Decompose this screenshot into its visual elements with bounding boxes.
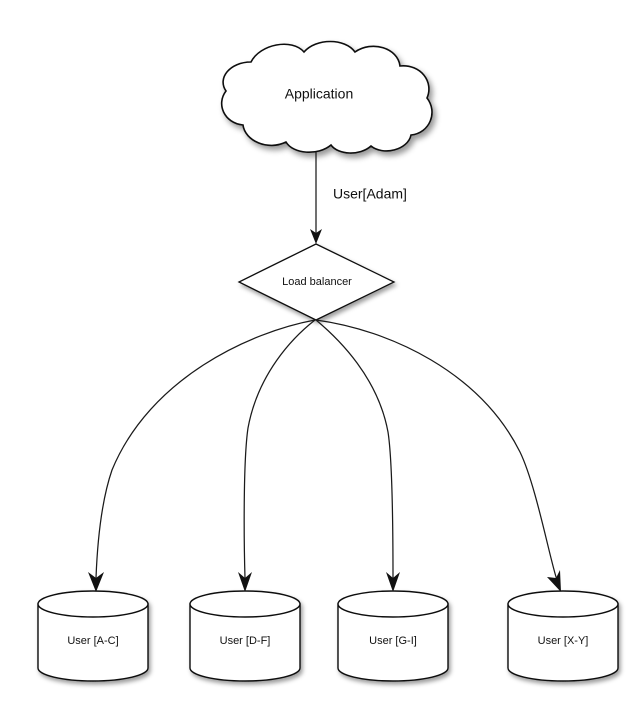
node-diamond-load-balancer[interactable]: Load balancer [237, 243, 396, 321]
cylinder-top-2 [189, 590, 301, 618]
cloud-shape [220, 40, 433, 154]
cylinder-body-3 [337, 603, 449, 682]
cylinder-body-4 [507, 603, 619, 682]
edge-lb-to-db-1[interactable] [88, 319, 316, 592]
arrow-head-lb-db4 [547, 570, 561, 592]
node-cloud-application[interactable]: Application [220, 40, 433, 154]
arrow-head-lb-db2 [238, 572, 252, 592]
cylinder-label-3: User [G-I] [369, 635, 417, 647]
edge-application-to-load-balancer[interactable] [310, 152, 322, 244]
cloud-label: Application [285, 86, 354, 102]
diamond-label: Load balancer [282, 276, 352, 288]
cylinder-label-2: User [D-F] [220, 635, 271, 647]
edge-line-lb-db2 [243, 319, 316, 579]
arrow-head-lb-db3 [386, 572, 400, 592]
node-cylinder-db-4[interactable]: User [X-Y] [507, 590, 619, 682]
cylinder-label-4: User [X-Y] [538, 635, 589, 647]
edge-line-lb-db1 [95, 319, 316, 579]
cylinder-body-1 [37, 603, 149, 682]
node-cylinder-db-2[interactable]: User [D-F] [189, 590, 301, 682]
cylinder-top-3 [337, 590, 449, 618]
edge-lb-to-db-3[interactable] [315, 319, 400, 592]
cylinder-body-2 [189, 603, 301, 682]
arrow-head-lb-db1 [88, 572, 104, 592]
cylinder-label-1: User [A-C] [67, 635, 118, 647]
cylinder-top-4 [507, 590, 619, 618]
node-cylinder-db-1[interactable]: User [A-C] [37, 590, 149, 682]
edge-lb-to-db-2[interactable] [238, 319, 316, 592]
edge-lb-to-db-4[interactable] [315, 319, 561, 592]
node-cylinder-db-3[interactable]: User [G-I] [337, 590, 449, 682]
cylinder-top-1 [37, 590, 149, 618]
arrow-head-app-lb [310, 229, 322, 244]
edge-line-lb-db4 [315, 319, 558, 581]
edge-label-user-adam: User[Adam] [333, 186, 407, 202]
edge-line-lb-db3 [315, 319, 394, 579]
